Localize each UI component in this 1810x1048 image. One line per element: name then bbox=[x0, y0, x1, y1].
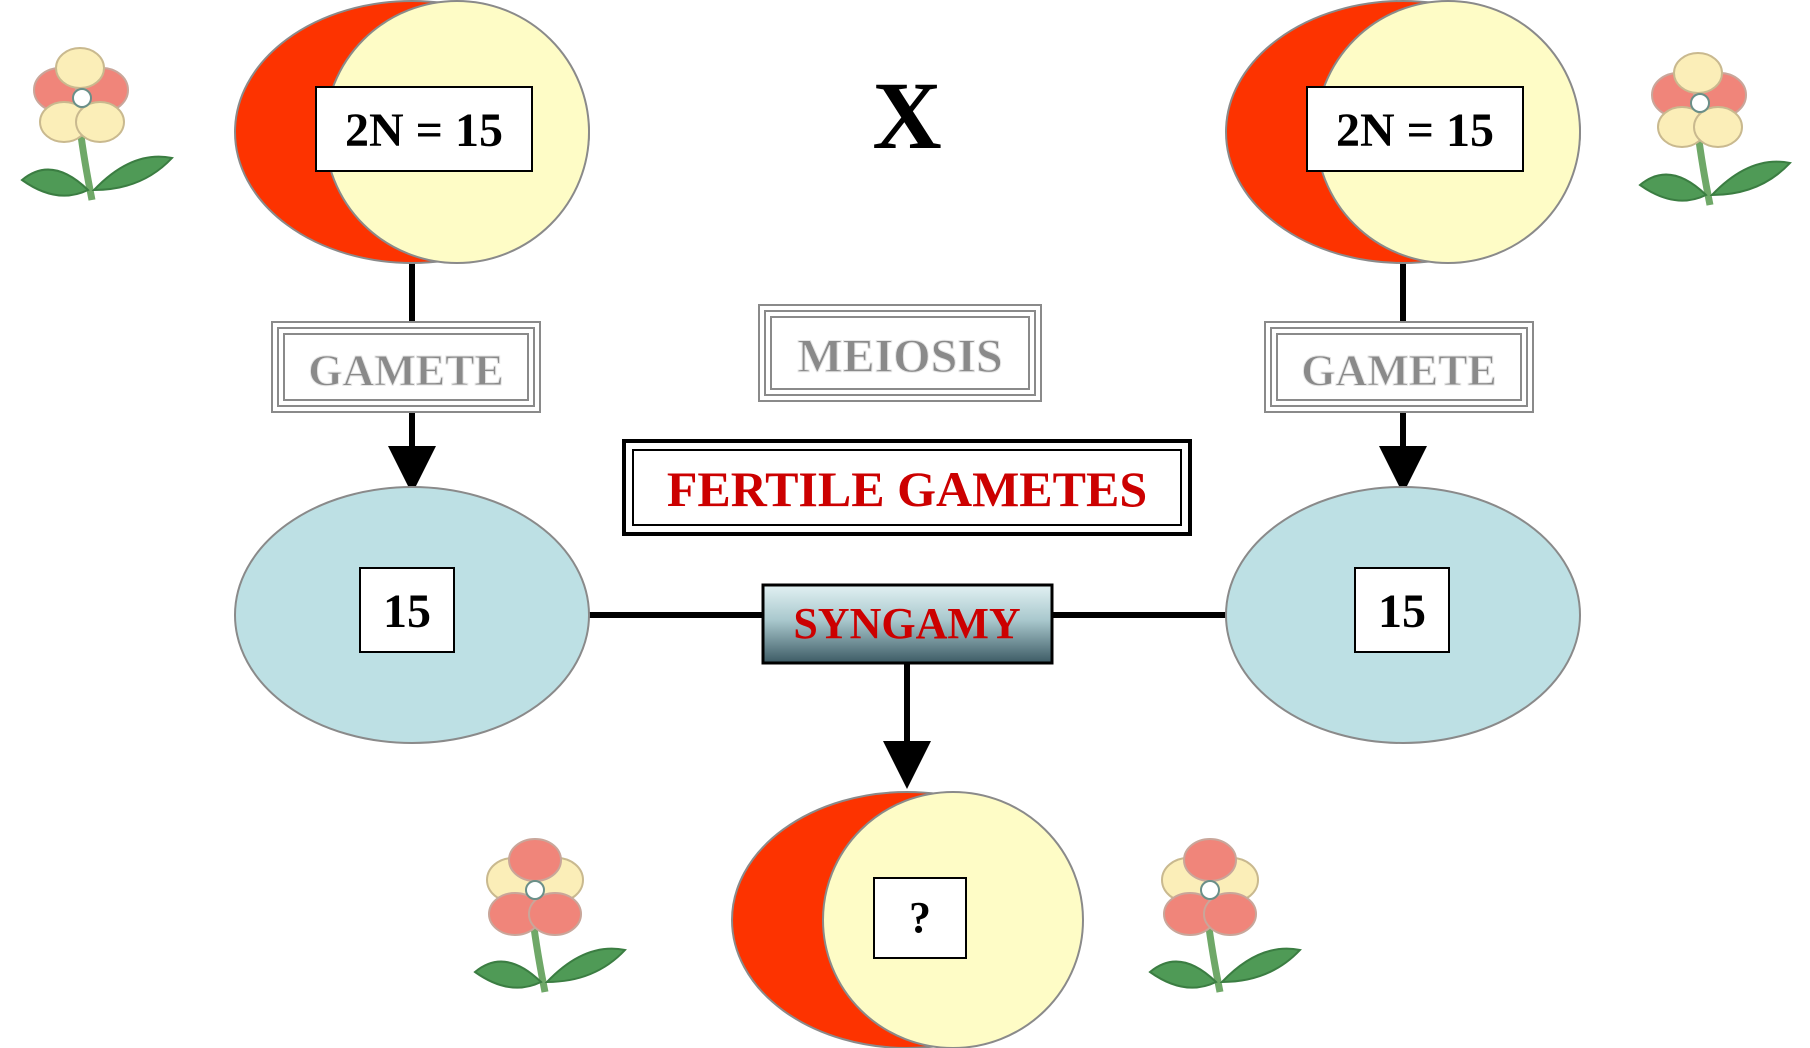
chromosome-count-box bbox=[1354, 567, 1450, 653]
offspring-cell: ? bbox=[731, 791, 1084, 1048]
meiosis-label-text: MEIOSIS bbox=[797, 330, 1002, 383]
chromosome-count-box bbox=[359, 567, 455, 653]
gamete-cell-right: 15 bbox=[1225, 486, 1581, 744]
gamete-label-right: GAMETE bbox=[1264, 321, 1534, 413]
parent-cell-right: 2N = 15 bbox=[1225, 0, 1581, 264]
chromosome-label: 2N = 15 bbox=[345, 104, 503, 157]
syngamy-text: SYNGAMY bbox=[793, 599, 1020, 648]
chromosome-label: 2N = 15 bbox=[1336, 104, 1494, 157]
chromosome-box bbox=[315, 86, 533, 172]
flower-icon bbox=[1640, 53, 1790, 205]
chromosome-count: 15 bbox=[383, 585, 431, 638]
connectors bbox=[388, 262, 1427, 789]
chromosome-box bbox=[1306, 86, 1524, 172]
gamete-label-text: GAMETE bbox=[308, 346, 504, 395]
chromosome-count: 15 bbox=[1378, 585, 1426, 638]
gamete-label-text: GAMETE bbox=[1301, 346, 1497, 395]
syngamy-label: SYNGAMY bbox=[761, 583, 1054, 665]
fertile-gametes-label: FERTILE GAMETES bbox=[622, 439, 1192, 536]
fertile-gametes-text: FERTILE GAMETES bbox=[667, 461, 1147, 517]
flower-icon bbox=[475, 839, 625, 992]
flower-icon bbox=[22, 48, 172, 200]
parent-cell-left: 2N = 15 bbox=[234, 0, 590, 264]
gamete-label-left: GAMETE bbox=[271, 321, 541, 413]
offspring-box bbox=[873, 877, 967, 959]
cross-symbol: X bbox=[872, 62, 941, 169]
gamete-cell-left: 15 bbox=[234, 486, 590, 744]
offspring-label: ? bbox=[909, 893, 931, 942]
flower-icon bbox=[1150, 839, 1300, 992]
meiosis-label: MEIOSIS bbox=[758, 304, 1042, 402]
